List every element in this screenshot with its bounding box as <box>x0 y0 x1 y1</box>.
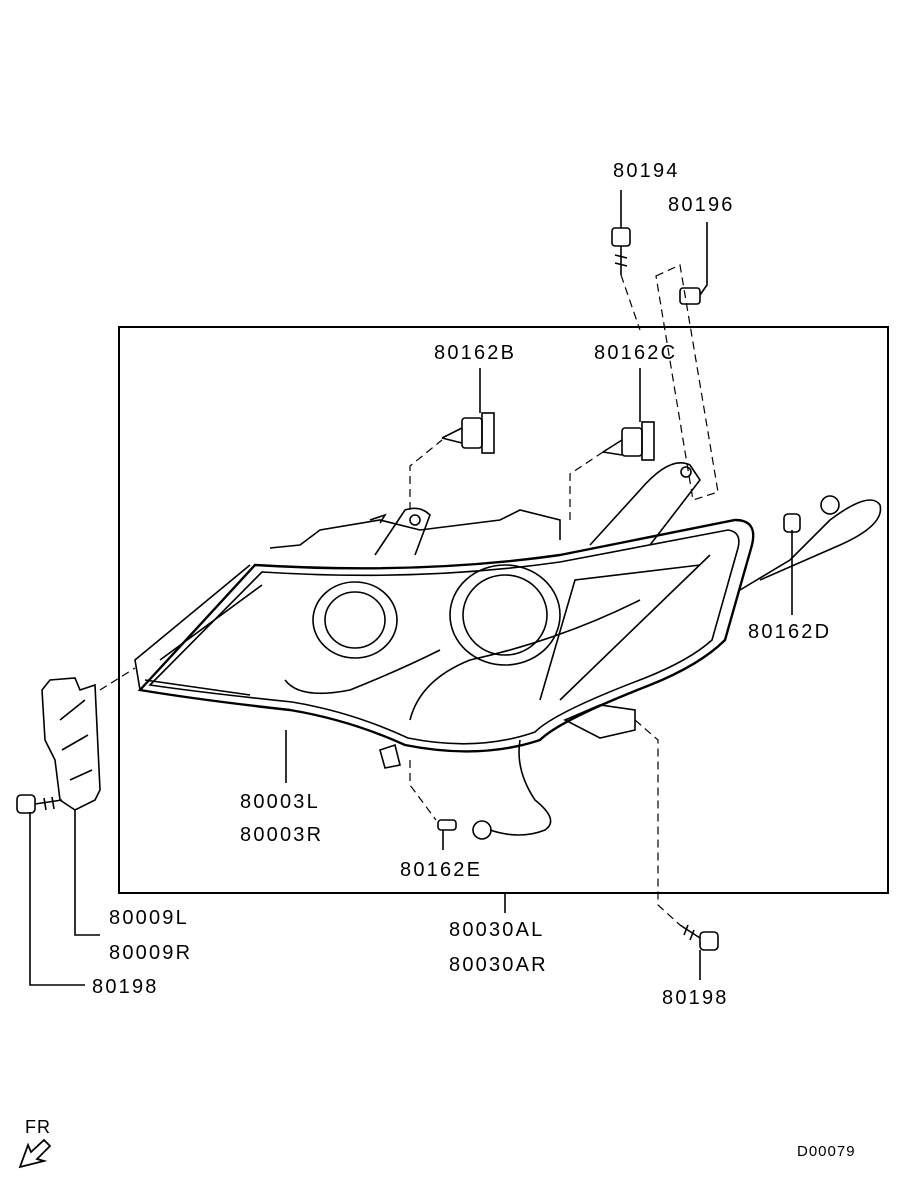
bulb-80162D <box>783 495 840 533</box>
clip-80196 <box>679 287 701 305</box>
part-label-80009R[interactable]: 80009R <box>109 942 193 964</box>
headlamp-body <box>134 461 882 836</box>
assembly-frame <box>118 326 889 894</box>
screw-80194 <box>611 227 631 275</box>
dashed-guides <box>99 264 719 926</box>
part-label-80194[interactable]: 80194 <box>613 160 680 182</box>
leader-lines <box>29 190 793 986</box>
part-label-80003R[interactable]: 80003R <box>240 824 324 846</box>
part-label-80030AR[interactable]: 80030AR <box>449 954 548 976</box>
part-label-80196[interactable]: 80196 <box>668 194 735 216</box>
part-label-80009L[interactable]: 80009L <box>109 907 189 929</box>
part-label-80162C[interactable]: 80162C <box>594 342 678 364</box>
screw-80198-right <box>679 924 719 951</box>
part-label-80003L[interactable]: 80003L <box>240 791 320 813</box>
bulb-80162C <box>602 421 655 461</box>
part-label-80162E[interactable]: 80162E <box>400 859 483 881</box>
part-label-80162D[interactable]: 80162D <box>748 621 832 643</box>
part-label-80162B[interactable]: 80162B <box>434 342 517 364</box>
screw-80198-left <box>16 794 63 814</box>
bulb-80162E <box>437 819 492 840</box>
front-direction-arrow-icon <box>18 1138 52 1169</box>
part-label-80198-left[interactable]: 80198 <box>92 976 159 998</box>
part-label-80198-right[interactable]: 80198 <box>662 987 729 1009</box>
direction-label: FR <box>25 1117 51 1137</box>
bulb-80162B <box>441 412 495 454</box>
part-label-80030AL[interactable]: 80030AL <box>449 919 545 941</box>
diagram-id: D00079 <box>797 1143 856 1160</box>
bracket-80009 <box>41 677 101 811</box>
